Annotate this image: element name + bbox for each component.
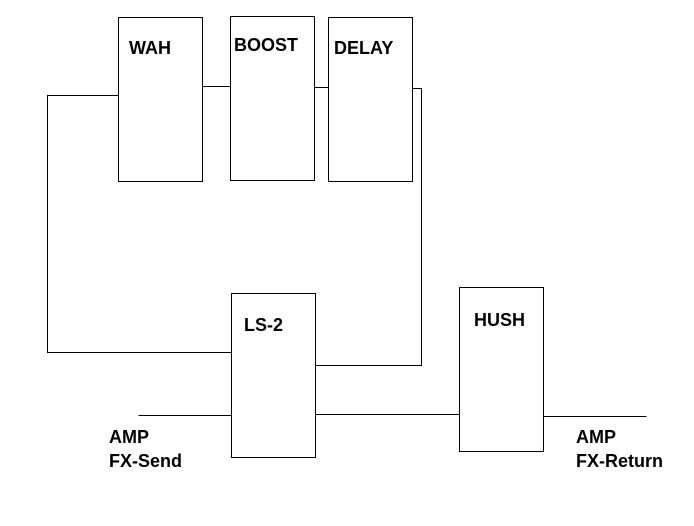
wires xyxy=(47,86,647,417)
amp-fx-return-label: AMP FX-Return xyxy=(576,427,663,471)
pedal-ls2: LS-2 xyxy=(231,293,316,458)
pedal-hush-label: HUSH xyxy=(474,310,525,330)
pedal-delay-box xyxy=(328,17,413,182)
pedal-boost: BOOST xyxy=(230,16,315,181)
pedal-wah-box xyxy=(118,17,203,182)
pedal-wah-label: WAH xyxy=(129,38,171,58)
pedal-boost-label: BOOST xyxy=(234,35,298,55)
pedal-ls2-label: LS-2 xyxy=(244,315,283,335)
amp-return-line2: FX-Return xyxy=(576,451,663,471)
pedal-hush: HUSH xyxy=(459,287,544,452)
pedal-ls2-box xyxy=(231,293,316,458)
pedal-boost-box xyxy=(230,16,315,181)
wire-ls2-loop-to-wah xyxy=(47,95,232,353)
pedal-hush-box xyxy=(459,287,544,452)
pedal-delay-label: DELAY xyxy=(334,38,393,58)
wire-delay-to-ls2-return xyxy=(315,88,422,366)
amp-send-line2: FX-Send xyxy=(109,451,182,471)
amp-send-line1: AMP xyxy=(109,427,149,447)
pedal-delay: DELAY xyxy=(328,17,413,182)
pedal-wah: WAH xyxy=(118,17,203,182)
amp-fx-send-label: AMP FX-Send xyxy=(109,427,182,471)
amp-return-line1: AMP xyxy=(576,427,616,447)
